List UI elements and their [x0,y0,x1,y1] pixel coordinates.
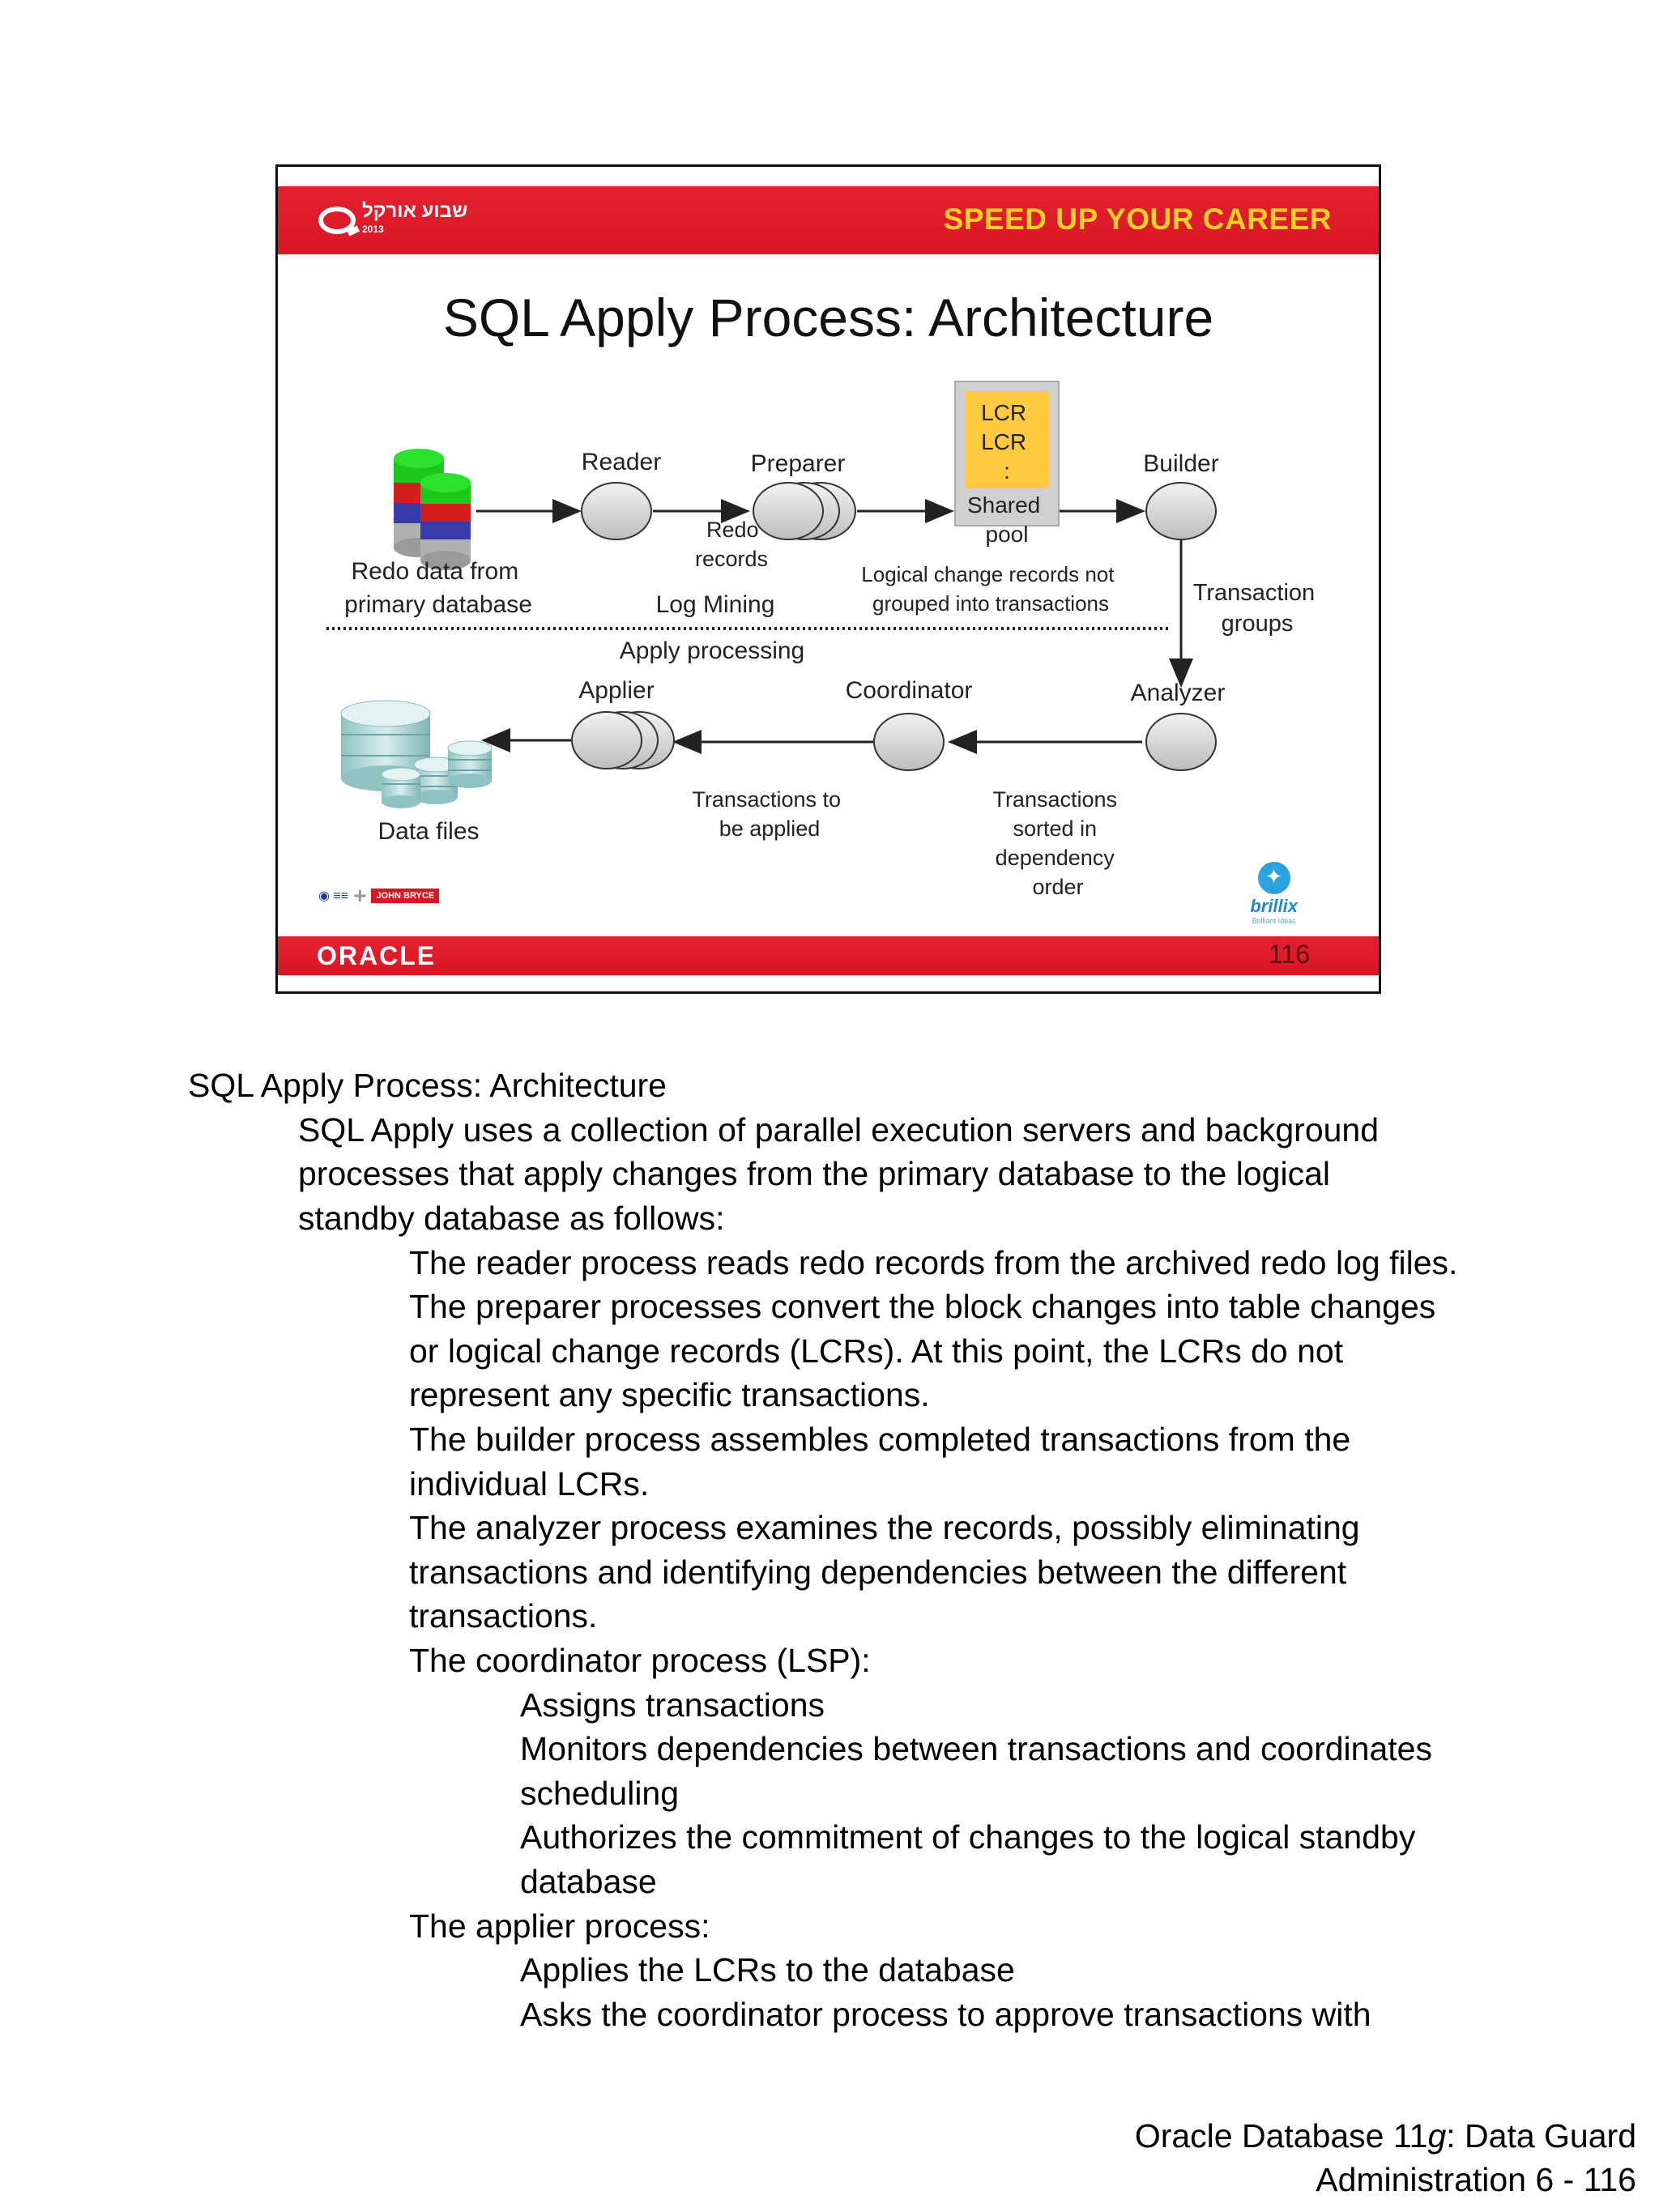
preparer-process-node [753,482,856,540]
data-files-label: Data files [377,818,479,845]
coordinator-process-node [873,713,945,771]
notes-analyzer-item: transactions. [409,1597,598,1634]
page-footer-title: Oracle Database 11g: Data Guard [1134,2117,1636,2154]
notes-preparer-item: or logical change records (LCRs). At thi… [409,1332,1344,1370]
shared-pool-box [954,381,1060,526]
apply-processing-label: Apply processing [620,637,804,664]
log-mining-label: Log Mining [656,591,775,618]
oracle-logo: ORACLE [317,941,437,970]
slide-slogan: SPEED UP YOUR CAREER [943,202,1332,236]
notes-heading: SQL Apply Process: Architecture [188,1067,667,1104]
notes-coordinator-subitem: Monitors dependencies between transactio… [520,1730,1432,1767]
oracle-week-logo-year: 2013 [362,224,384,235]
builder-process-node [1145,482,1217,540]
slide-header-band [278,186,1379,254]
notes-analyzer-item: The analyzer process examines the record… [409,1509,1360,1546]
partner-logo-mark: ◉ ≡≡ [318,889,349,903]
notes-preparer-item: The preparer processes convert the block… [409,1288,1436,1325]
analyzer-label: Analyzer [1131,680,1226,706]
notes-coordinator-subitem: scheduling [520,1775,680,1812]
slide-page-number: 116 [1268,940,1310,969]
partner-logo: ◉ ≡≡ + JOHN BRYCE [318,883,440,909]
applier-label: Applier [578,677,654,704]
notes-preparer-item: represent any specific transactions. [409,1376,930,1413]
reader-process-node [581,482,652,540]
brillix-logo: brillix Brilliant Ideas [1250,862,1298,925]
lcr-note-label: Logical change records not grouped into … [861,562,1120,616]
notes-intro-line: standby database as follows: [298,1200,725,1237]
redo-source-label: Redo data from primary database [344,558,532,618]
notes-coordinator-subitem: Authorizes the commitment of changes to … [520,1818,1416,1856]
notes-reader-item: The reader process reads redo records fr… [409,1244,1458,1281]
brillix-tagline: Brilliant Ideas [1252,917,1296,925]
notes-applier-item: The applier process: [409,1907,710,1945]
lcr-line: LCR [981,429,1026,454]
brillix-mark-icon [1257,862,1290,894]
john-bryce-logo: JOHN BRYCE [371,889,440,903]
lcr-line: : [1004,458,1010,484]
slide-image: שבוע אורקל 2013 SPEED UP YOUR CAREER SQL… [275,164,1381,994]
shared-pool-label: Shared pool [967,492,1047,547]
redo-data-stack-icon [394,449,471,570]
notes-builder-item: The builder process assembles completed … [409,1421,1351,1458]
notes-coordinator-subitem: Assigns transactions [520,1686,825,1724]
transactions-to-apply-label: Transactions to be applied [692,787,847,841]
sql-apply-diagram: LCR LCR : Shared pool Reader Preparer Bu… [326,381,1322,899]
applier-process-node [571,711,675,769]
notes-applier-subitem: Applies the LCRs to the database [520,1951,1015,1988]
preparer-label: Preparer [751,450,846,477]
notes-intro-line: processes that apply changes from the pr… [298,1155,1330,1192]
notes-coordinator-subitem: database [520,1863,657,1900]
page-footer-page-number: Administration 6 - 116 [1316,2161,1636,2198]
redo-records-label: Redo records [695,518,768,571]
transactions-sorted-label: Transactions sorted in dependency order [992,787,1123,899]
notes-analyzer-item: transactions and identifying dependencie… [409,1554,1347,1591]
notes-intro-line: SQL Apply uses a collection of parallel … [298,1111,1380,1149]
notes-builder-item: individual LCRs. [409,1465,650,1502]
lcr-box-text: LCR LCR : [981,400,1033,484]
builder-label: Builder [1143,450,1218,477]
oracle-week-logo-text: שבוע אורקל [362,200,468,222]
transaction-groups-label: Transaction groups [1193,580,1322,637]
notes-coordinator-item: The coordinator process (LSP): [409,1642,871,1679]
slide-footer-band [278,936,1379,975]
lcr-line: LCR [981,400,1026,425]
reader-label: Reader [582,449,661,475]
analyzer-process-node [1145,713,1217,771]
oracle-week-ring-icon [318,207,356,234]
brillix-logo-text: brillix [1250,896,1298,916]
notes-applier-subitem: Asks the coordinator process to approve … [520,1996,1371,2033]
coordinator-label: Coordinator [846,677,973,704]
data-files-disk-icon [340,700,493,808]
plus-icon: + [353,883,367,908]
oracle-week-logo: שבוע אורקל 2013 [318,199,467,241]
slide-title: SQL Apply Process: Architecture [442,288,1214,347]
